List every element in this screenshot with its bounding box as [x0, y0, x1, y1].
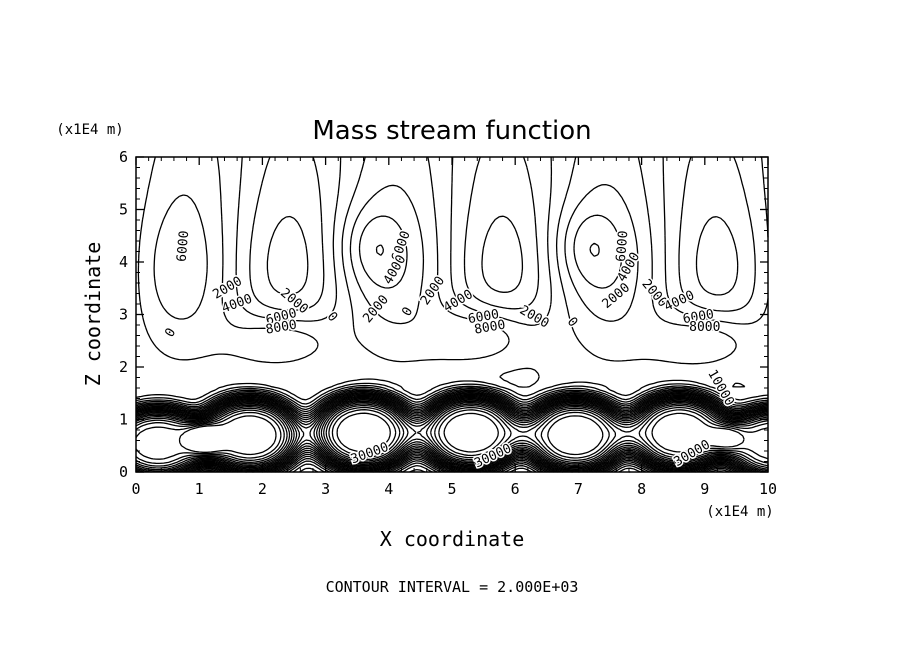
- contour-line-17: [135, 399, 769, 473]
- contour-label-23: 6000: [682, 307, 715, 327]
- x-tick-label-2: 2: [258, 480, 267, 498]
- x-tick-label-3: 3: [321, 480, 330, 498]
- x-tick-label-4: 4: [384, 480, 393, 498]
- contour-line-22: [135, 406, 769, 465]
- contour-line-19: [135, 401, 769, 471]
- x-tick-label-5: 5: [447, 480, 456, 498]
- contour-label-5: 8000: [265, 318, 298, 338]
- x-tick-label-8: 8: [637, 480, 646, 498]
- contour-line-13: [135, 395, 769, 473]
- y-tick-label-4: 4: [119, 253, 128, 271]
- x-unit-label: (x1E4 m): [706, 504, 773, 520]
- y-axis-label: Z coordinate: [81, 242, 105, 387]
- contour-label-0: 6000: [175, 230, 193, 263]
- contour-line-24: [178, 412, 745, 456]
- y-tick-label-1: 1: [119, 411, 128, 429]
- y-tick-label-2: 2: [119, 358, 128, 376]
- contour-line-1: [249, 156, 756, 312]
- contour-line-4: [135, 183, 769, 473]
- contour-label-24: 8000: [689, 320, 720, 335]
- y-unit-label: (x1E4 m): [56, 122, 123, 138]
- x-tick-label-9: 9: [700, 480, 709, 498]
- contour-label-3: 0: [162, 326, 179, 340]
- contour-label-18: 6000: [614, 230, 632, 263]
- contour-line-0: [266, 215, 739, 296]
- x-tick-label-7: 7: [574, 480, 583, 498]
- contour-label-20: 2000: [600, 280, 634, 312]
- y-tick-label-5: 5: [119, 201, 128, 219]
- contour-label-16: 2000: [517, 303, 552, 332]
- contour-label-11: 0: [399, 305, 416, 319]
- contour-line-18: [135, 400, 769, 472]
- x-tick-label-10: 10: [759, 480, 777, 498]
- contour-line-21: [135, 404, 769, 467]
- x-axis-label: X coordinate: [380, 527, 525, 551]
- x-tick-label-6: 6: [511, 480, 520, 498]
- contour-label-14: 6000: [467, 307, 500, 327]
- contour-label-15: 8000: [473, 318, 506, 338]
- x-tick-label-1: 1: [195, 480, 204, 498]
- y-tick-label-0: 0: [119, 463, 128, 481]
- contour-label-7: 0: [324, 309, 341, 325]
- contour-line-16: [135, 398, 769, 473]
- contour-line-5: [135, 214, 769, 473]
- x-tick-label-0: 0: [131, 480, 140, 498]
- contour-interval-label: CONTOUR INTERVAL = 2.000E+03: [326, 578, 579, 596]
- y-tick-label-6: 6: [119, 148, 128, 166]
- contour-line-20: [135, 403, 769, 469]
- chart-title: Mass stream function: [312, 116, 591, 146]
- y-tick-label-3: 3: [119, 306, 128, 324]
- contour-line-2: [235, 156, 769, 388]
